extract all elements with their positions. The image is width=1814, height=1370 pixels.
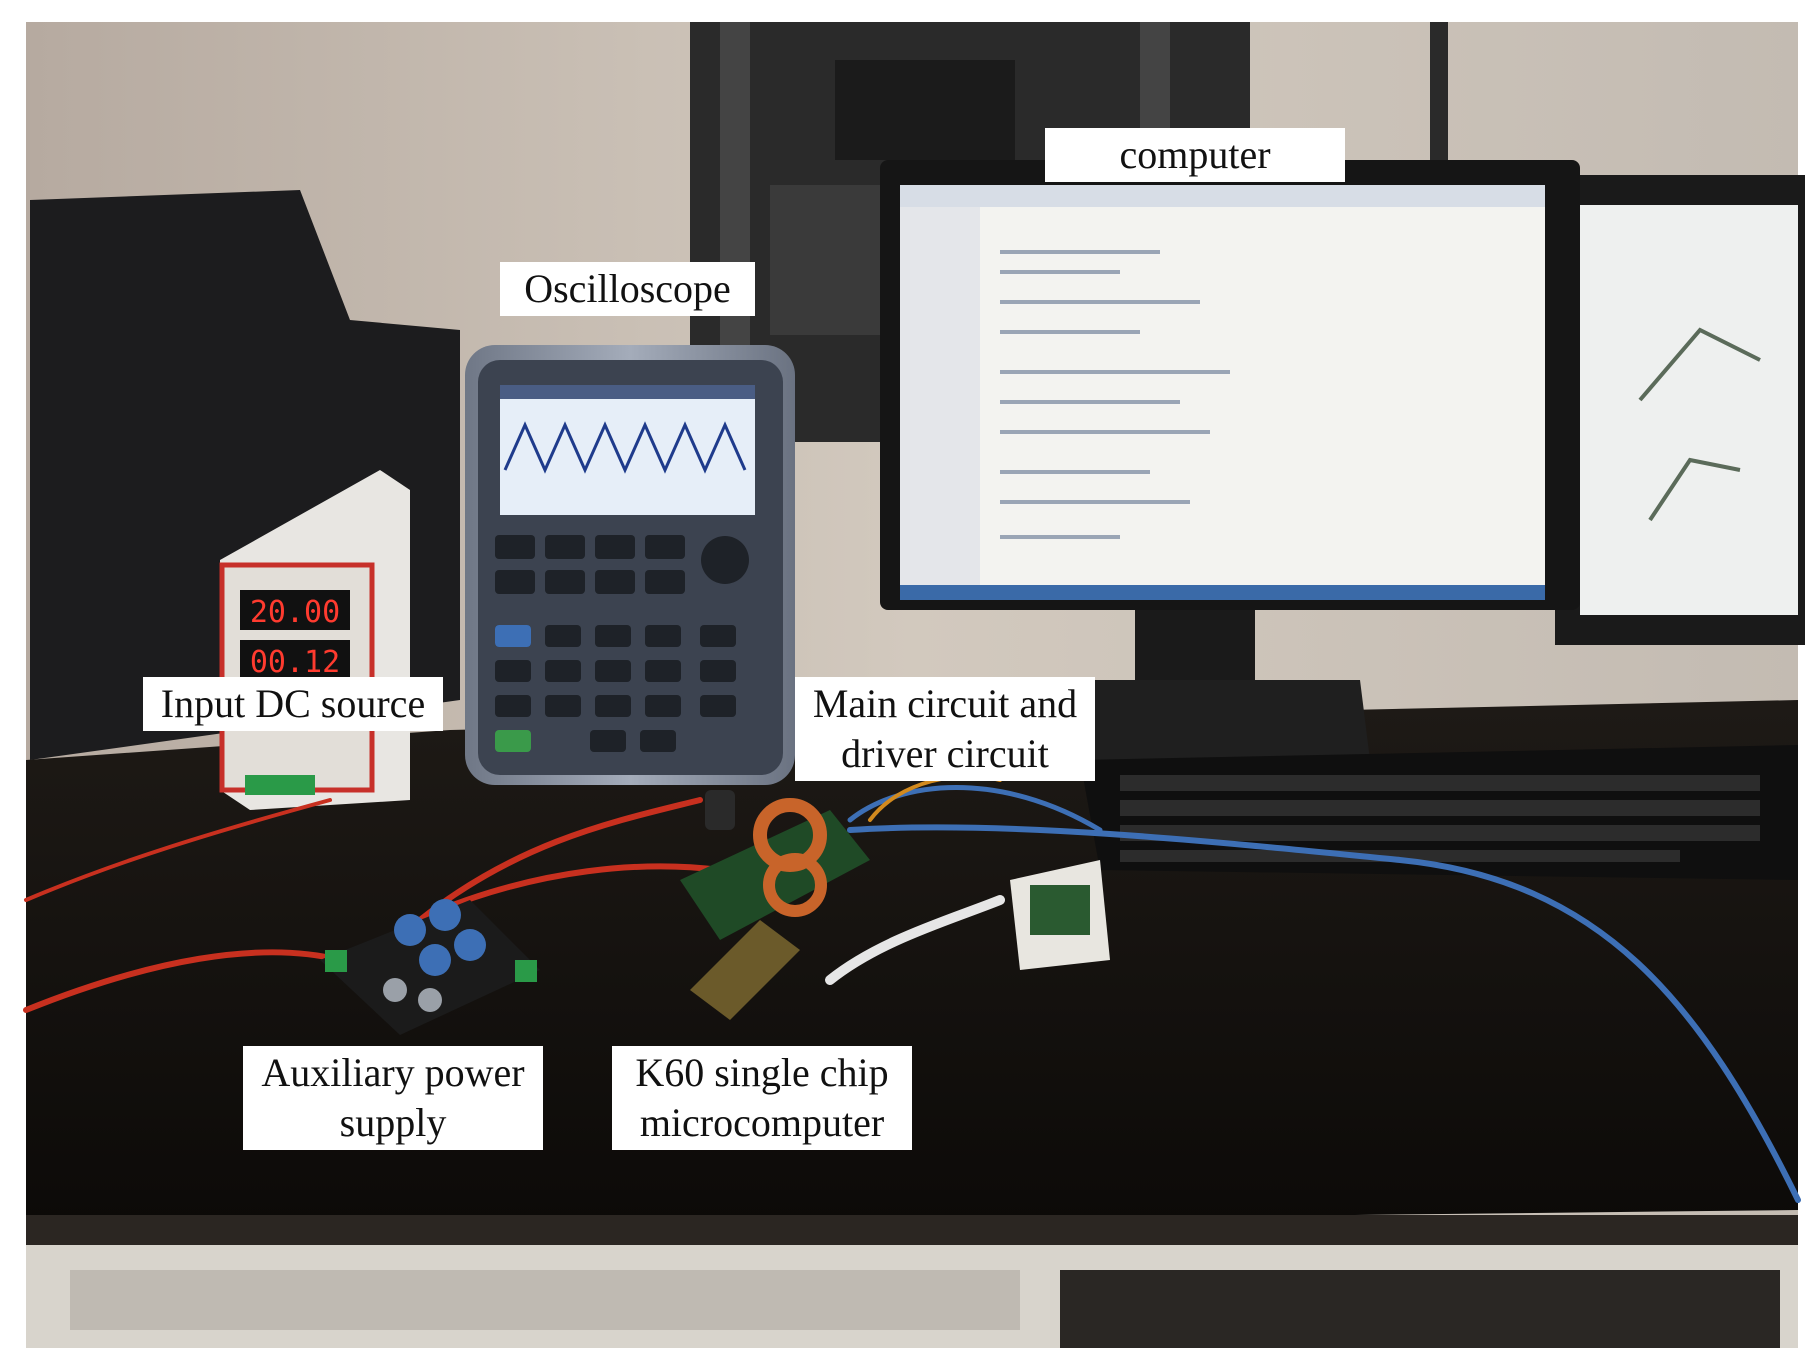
psu-voltage-readout: 20.00 [250, 595, 340, 630]
white-module [1010, 860, 1110, 970]
main-circuit-board [680, 790, 870, 940]
keyboard [1080, 745, 1798, 880]
side-monitor [1555, 175, 1805, 645]
label-auxiliary-power-supply: Auxiliary power supply [243, 1046, 543, 1150]
cables [23, 774, 1801, 1203]
label-computer: computer [1045, 128, 1345, 182]
label-input-dc-source: Input DC source [143, 677, 443, 731]
psu-current-readout: 00.12 [250, 645, 340, 680]
auxiliary-power-board [320, 899, 540, 1035]
label-main-circuit: Main circuit and driver circuit [795, 677, 1095, 781]
label-oscilloscope: Oscilloscope [500, 262, 755, 316]
k60-board [690, 920, 800, 1020]
computer-monitor [880, 160, 1580, 760]
oscilloscope-device [465, 345, 795, 785]
label-k60-microcomputer: K60 single chip microcomputer [612, 1046, 912, 1150]
